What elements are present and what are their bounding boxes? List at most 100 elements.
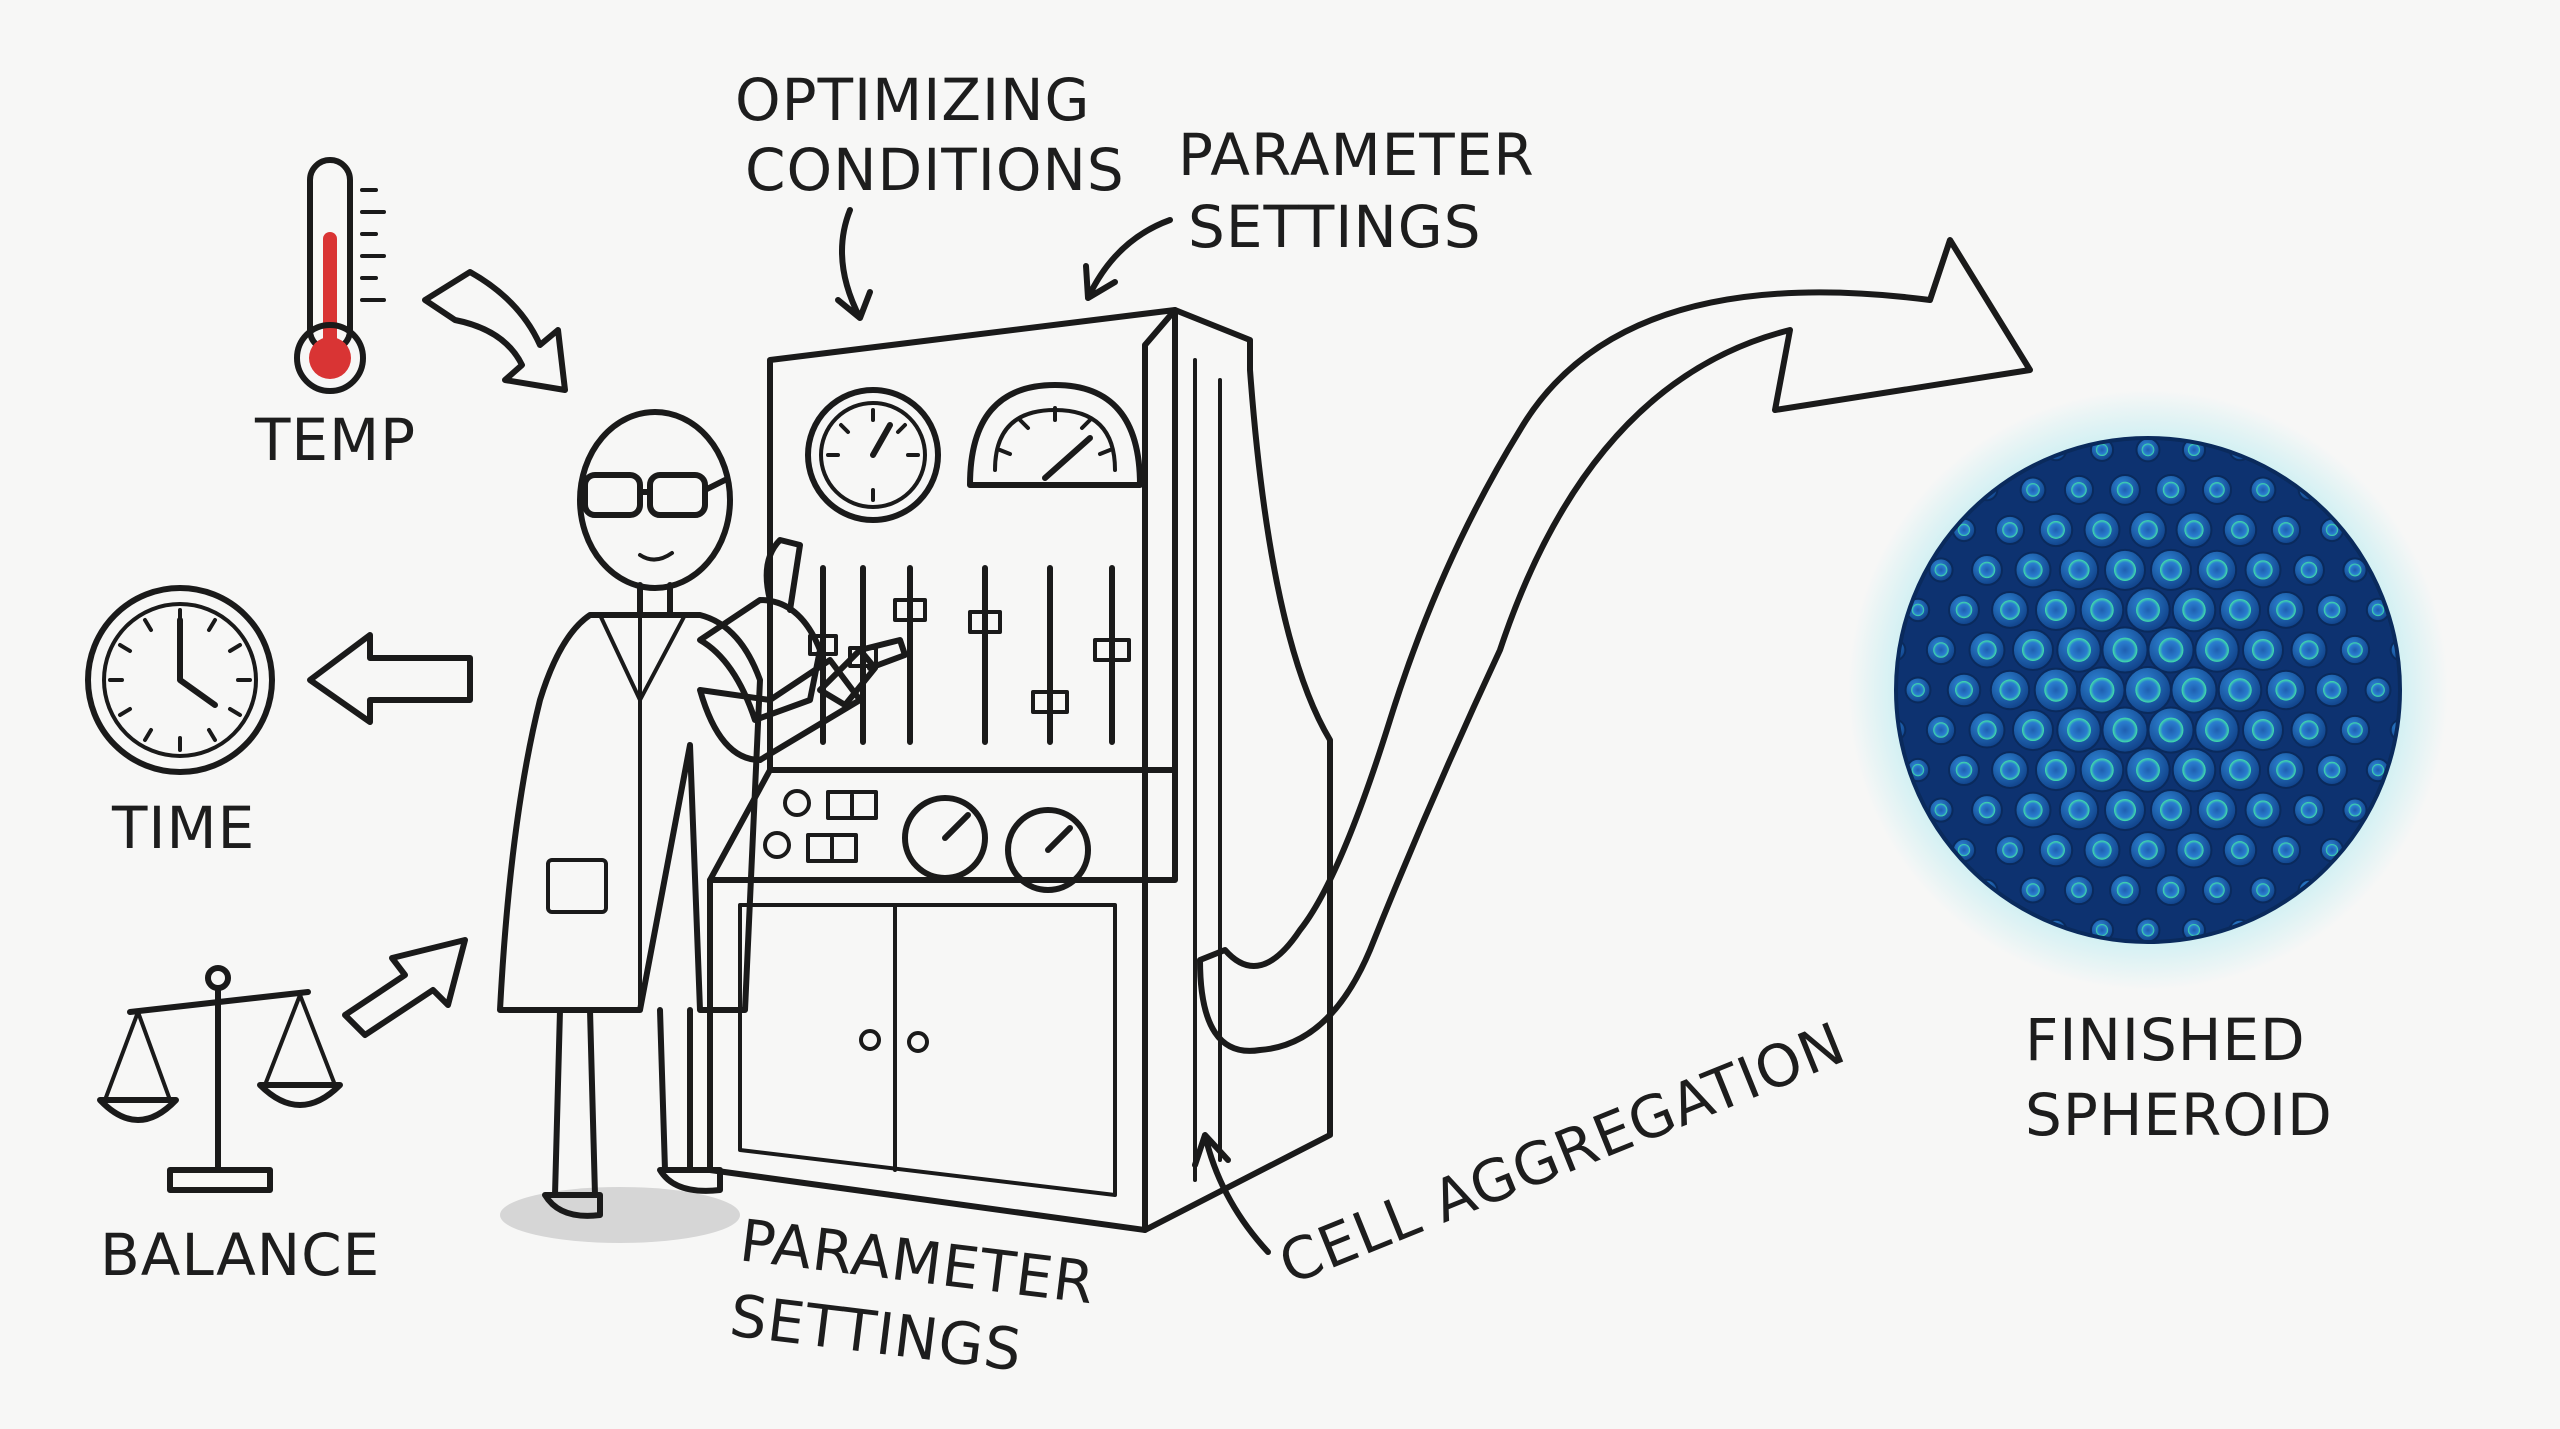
cell-nucleus: [2026, 483, 2040, 497]
cell-nucleus: [1978, 561, 1996, 579]
cell-nucleus: [1978, 801, 1996, 819]
cell-nucleus: [2209, 882, 2225, 898]
cell-nucleus: [2348, 563, 2362, 577]
optimizing-label-line2: CONDITIONS: [745, 136, 1125, 204]
cell-nucleus: [1957, 523, 1971, 537]
flow-arrow: [1197, 237, 2033, 1054]
cell-nucleus: [2231, 521, 2249, 539]
finished-label-line2: SPHEROID: [2025, 1081, 2333, 1149]
panel-button[interactable]: [763, 831, 791, 859]
control-machine: [707, 307, 1333, 1233]
clock-icon: [85, 585, 275, 775]
cell-nucleus: [2323, 601, 2341, 619]
cell-nucleus: [2095, 443, 2109, 456]
cell-nucleus: [1957, 843, 1971, 857]
cell-aggregation-pointer: [1192, 1132, 1271, 1255]
cell-nucleus: [2136, 598, 2160, 622]
cell-nucleus: [2113, 799, 2137, 822]
cell-nucleus: [2187, 924, 2201, 937]
cell-nucleus: [2067, 638, 2091, 662]
slider-bank[interactable]: [808, 565, 1131, 745]
cell-nucleus: [2299, 640, 2319, 660]
cell-nucleus: [2113, 558, 2137, 581]
time-arrow: [307, 632, 473, 725]
cell-nucleus: [2092, 520, 2112, 540]
cell-nucleus: [2182, 598, 2206, 622]
cell-nucleus: [2206, 559, 2228, 581]
cell-nucleus: [2323, 761, 2341, 779]
cell-nucleus: [2300, 561, 2318, 579]
cell-nucleus: [2228, 759, 2252, 782]
slider-knob[interactable]: [968, 610, 1002, 634]
cell-nucleus: [2116, 481, 2134, 499]
cell-nucleus: [1933, 722, 1949, 738]
slider-knob[interactable]: [808, 634, 838, 656]
cell-nucleus: [2026, 883, 2040, 897]
panel-gauge[interactable]: [1005, 807, 1091, 893]
cell-nucleus: [2231, 841, 2249, 859]
cell-nucleus: [1977, 640, 1997, 660]
cell-nucleus: [2206, 799, 2228, 821]
cell-nucleus: [2184, 520, 2204, 540]
round-gauge[interactable]: [805, 387, 941, 523]
cell-nucleus: [2000, 760, 2020, 780]
cell-nucleus: [1911, 763, 1925, 777]
cell-nucleus: [2136, 758, 2160, 782]
panel-button[interactable]: [783, 789, 811, 817]
cell-nucleus: [2159, 558, 2183, 581]
cell-nucleus: [2002, 522, 2018, 538]
cell-nucleus: [2187, 443, 2201, 456]
cell-nucleus: [2256, 883, 2270, 897]
cell-nucleus: [2071, 882, 2087, 898]
cell-nucleus: [2068, 559, 2090, 581]
cell-nucleus: [2141, 923, 2155, 937]
cell-nucleus: [2251, 638, 2275, 662]
slider-knob[interactable]: [893, 598, 927, 622]
cell-nucleus: [2071, 482, 2087, 498]
cell-nucleus: [2184, 840, 2204, 860]
cell-nucleus: [2135, 677, 2161, 703]
cell-nucleus: [2209, 482, 2225, 498]
cell-nucleus: [2251, 718, 2275, 742]
cell-nucleus: [2002, 842, 2018, 858]
panel-switch[interactable]: [826, 790, 878, 820]
cell-nucleus: [2347, 642, 2363, 658]
panel-gauge[interactable]: [902, 795, 988, 881]
cell-nucleus: [2092, 840, 2112, 860]
cell-nucleus: [2347, 722, 2363, 738]
arc-gauge[interactable]: [967, 382, 1143, 488]
slider-knob[interactable]: [848, 646, 878, 668]
cell-spheroid: [1848, 390, 2448, 990]
cell-nucleus: [2112, 637, 2138, 663]
cell-nucleus: [2278, 842, 2294, 858]
cell-nucleus: [2044, 598, 2068, 621]
cell-nucleus: [2228, 598, 2252, 621]
cell-nucleus: [2068, 799, 2090, 821]
param-top-pointer: [1083, 217, 1173, 301]
cell-nucleus: [2141, 443, 2155, 457]
cell-nucleus: [2000, 600, 2020, 620]
cell-nucleus: [2067, 718, 2091, 742]
finished-label-line1: FINISHED: [2025, 1006, 2306, 1074]
slider-knob[interactable]: [1093, 638, 1131, 662]
cell-nucleus: [2253, 560, 2273, 580]
cell-nucleus: [1955, 761, 1973, 779]
cell-nucleus: [2205, 718, 2229, 742]
panel-switch[interactable]: [806, 833, 858, 863]
temp-label: TEMP: [254, 406, 416, 474]
cell-nucleus: [2021, 638, 2045, 662]
cell-nucleus: [2095, 924, 2109, 937]
cell-nucleus: [1934, 803, 1948, 817]
cell-nucleus: [2325, 523, 2339, 537]
cell-nucleus: [2205, 638, 2229, 662]
cell-nucleus: [2021, 718, 2045, 742]
cabinet-knob[interactable]: [859, 1029, 881, 1051]
cell-nucleus: [1999, 679, 2021, 701]
cell-nucleus: [1955, 681, 1973, 699]
cell-nucleus: [2181, 677, 2207, 703]
slider-knob[interactable]: [1031, 690, 1069, 714]
cell-nucleus: [2090, 598, 2114, 622]
cell-nucleus: [2278, 522, 2294, 538]
cell-nucleus: [2323, 681, 2341, 699]
cabinet-knob[interactable]: [907, 1031, 929, 1053]
